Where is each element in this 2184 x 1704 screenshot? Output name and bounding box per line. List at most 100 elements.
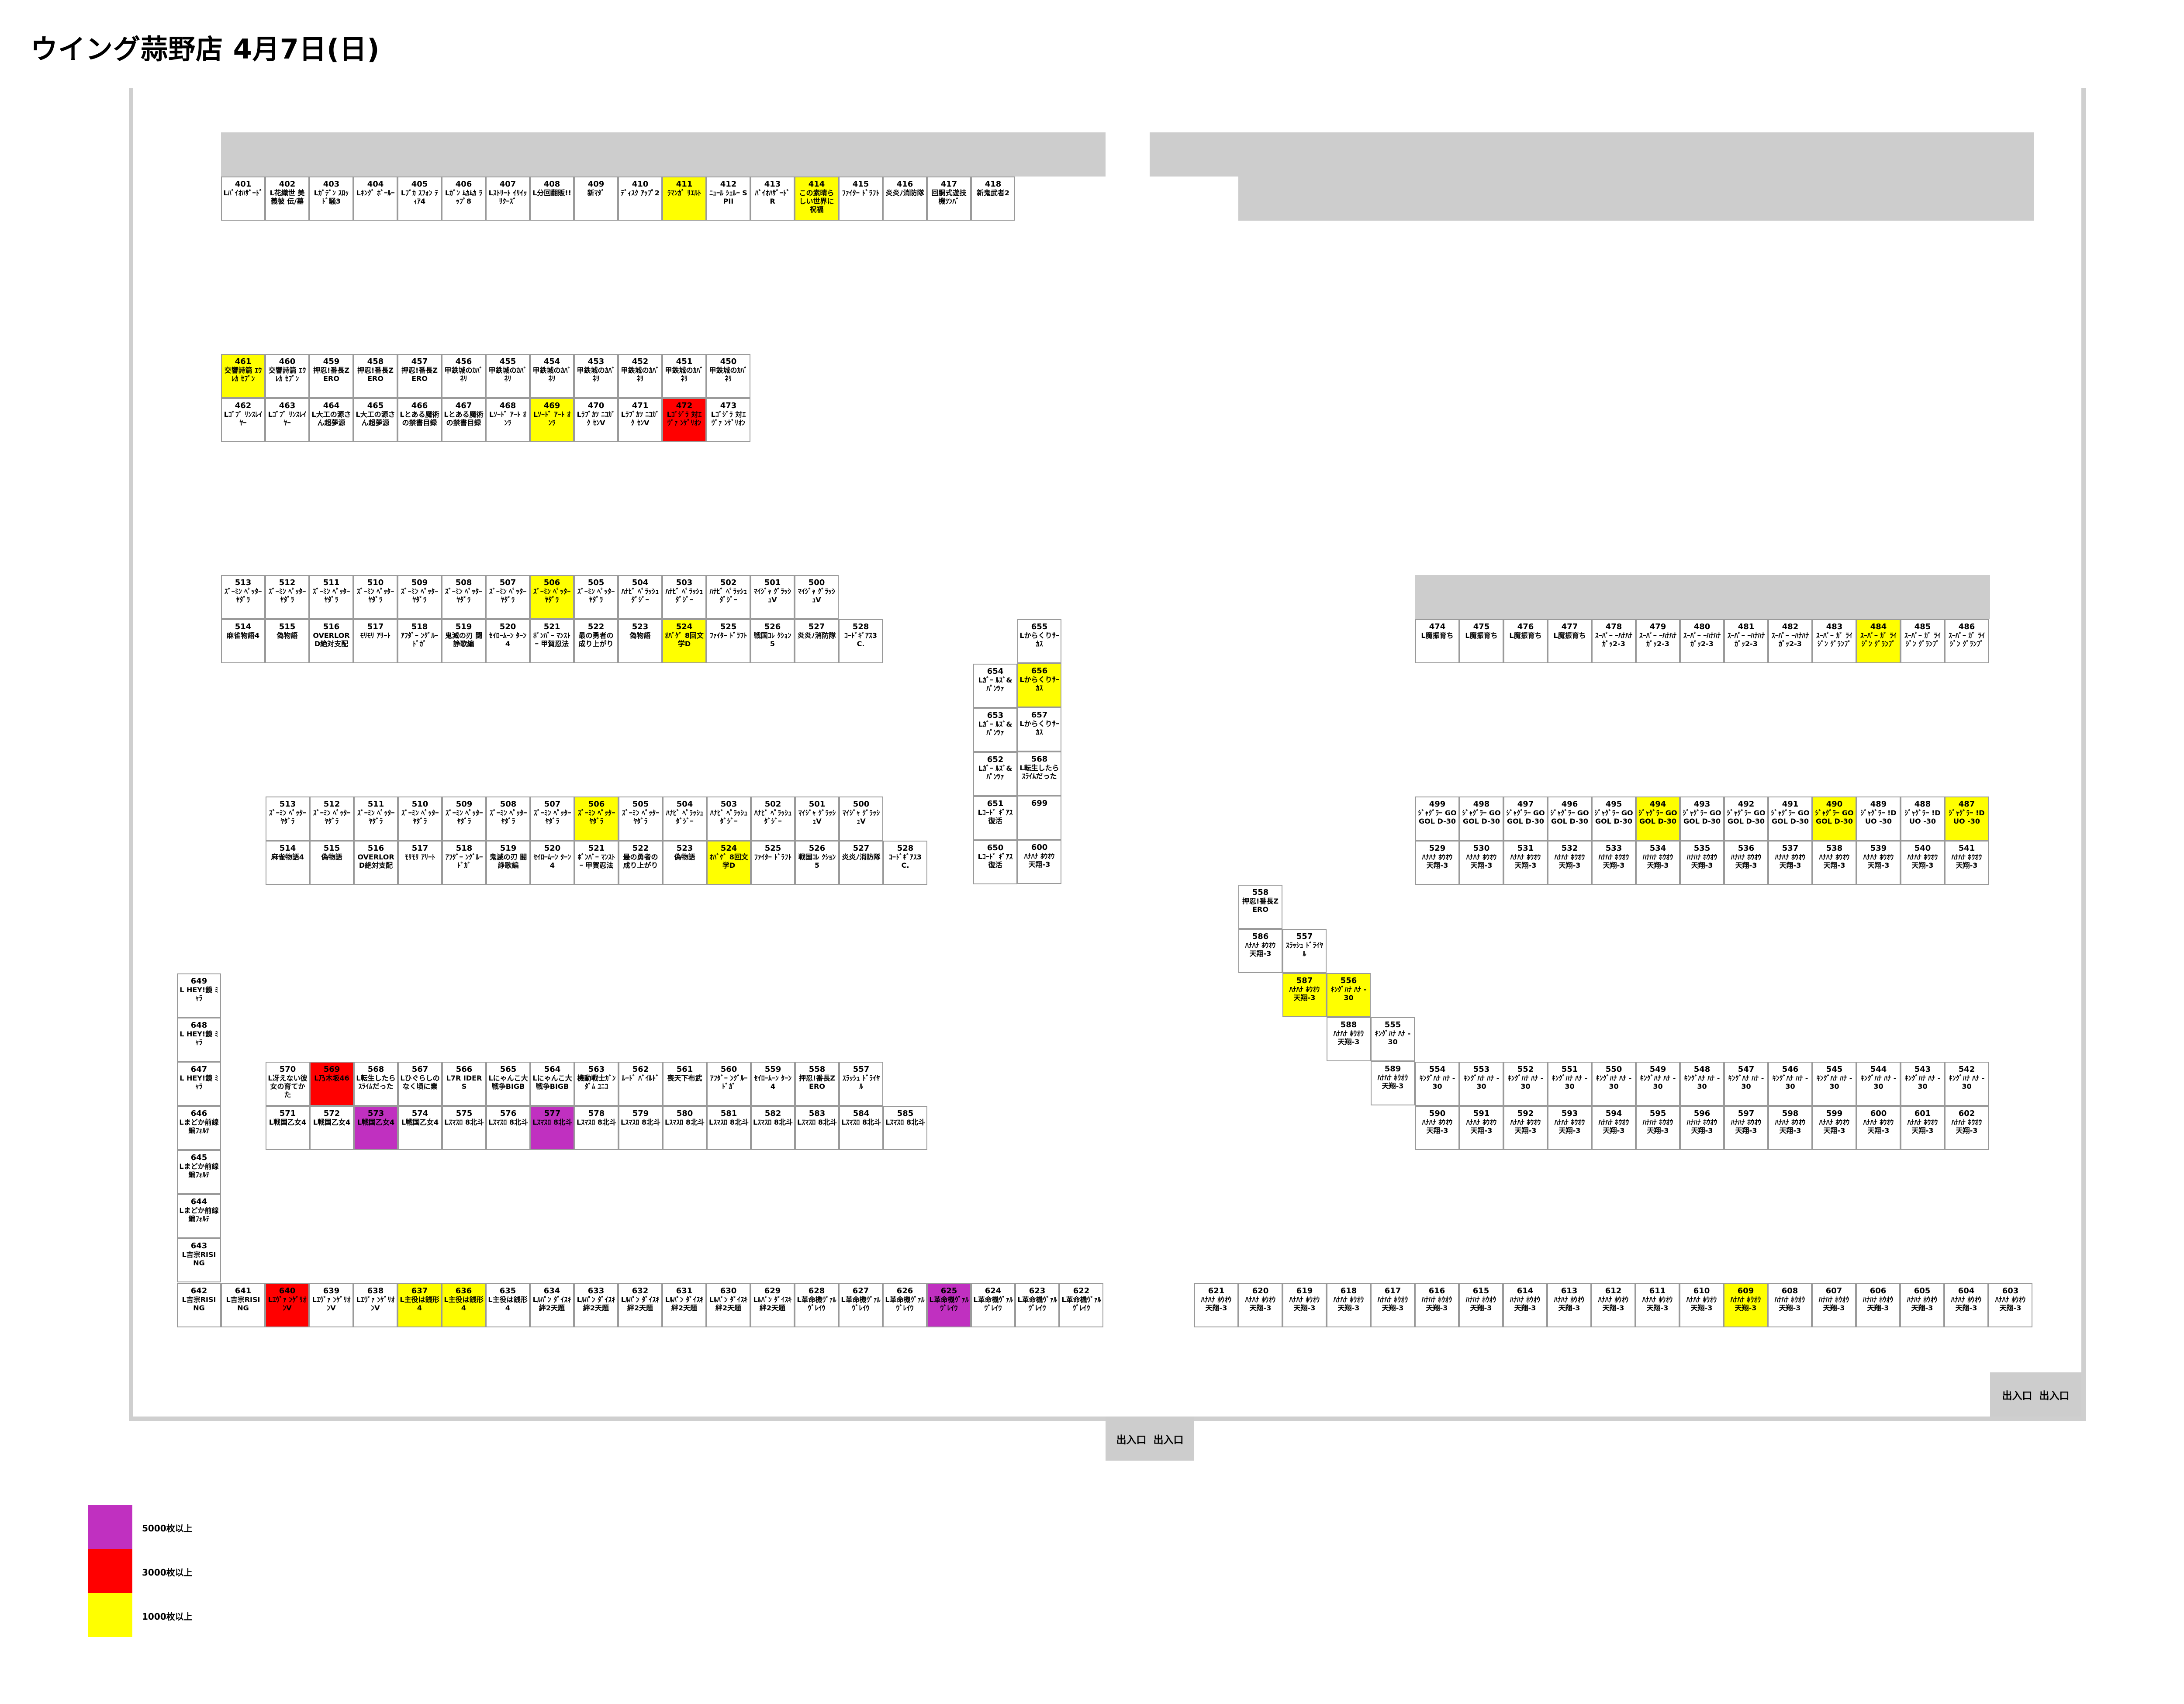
machine-cell[interactable]: 699 — [1017, 796, 1061, 840]
entrance-door[interactable]: 出入口出入口 — [1106, 1417, 1194, 1461]
